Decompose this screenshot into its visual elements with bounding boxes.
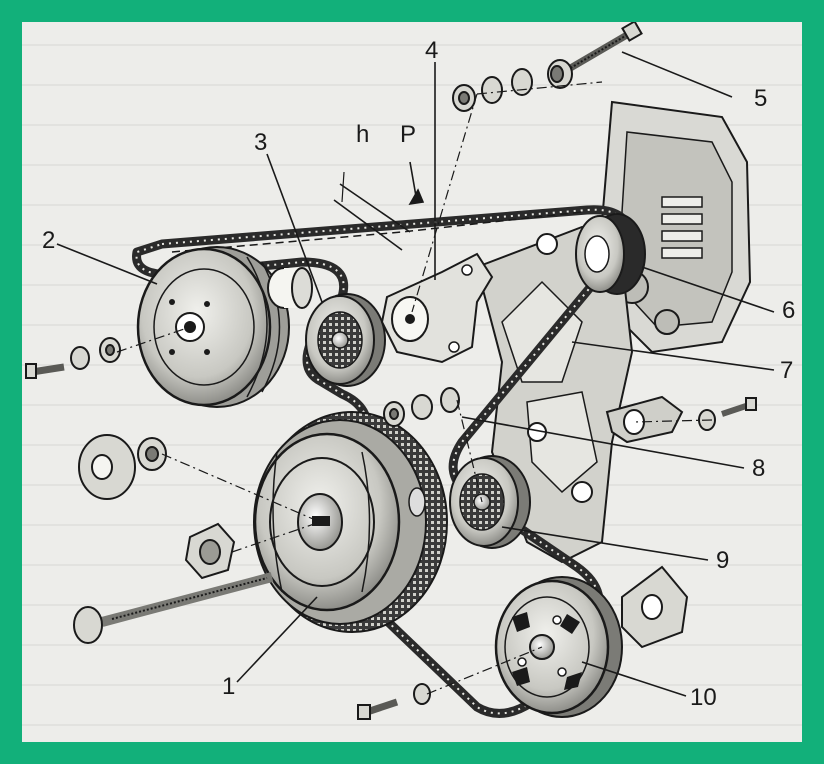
- belt-deflection-dashed: [171, 211, 583, 253]
- callout-3: 3: [254, 129, 267, 156]
- callout-labels: 2 3 4 5 6 7 8 9 10 1 h P: [42, 37, 795, 711]
- tensioner-roller: [449, 455, 531, 549]
- hardware-parts: [25, 22, 757, 720]
- callout-5: 5: [754, 85, 767, 112]
- callout-10: 10: [690, 684, 717, 711]
- dimension-h: h: [356, 121, 369, 148]
- assembly-axes: [116, 81, 713, 695]
- crankshaft-pulley: [253, 411, 448, 633]
- callout-6: 6: [782, 297, 795, 324]
- diagram-paper: 2 3 4 5 6 7 8 9 10 1 h P: [22, 22, 802, 742]
- alternator-pulley: [575, 213, 646, 295]
- alternator: [600, 100, 752, 354]
- callout-1: 1: [222, 673, 235, 700]
- belt-drive-illustration: 2 3 4 5 6 7 8 9 10 1 h P: [25, 22, 795, 720]
- callout-7: 7: [780, 357, 793, 384]
- idler-roller: [305, 293, 386, 387]
- pump-pulley: [136, 246, 290, 408]
- callout-4: 4: [425, 37, 438, 64]
- callout-9: 9: [716, 547, 729, 574]
- callout-2: 2: [42, 227, 55, 254]
- force-P: P: [400, 121, 416, 148]
- tensioner-bracket: [380, 252, 494, 364]
- ac-compressor-pulley: [494, 576, 623, 718]
- idler-shaft: [267, 267, 313, 309]
- callout-8: 8: [752, 455, 765, 482]
- leader-lines: [56, 51, 775, 697]
